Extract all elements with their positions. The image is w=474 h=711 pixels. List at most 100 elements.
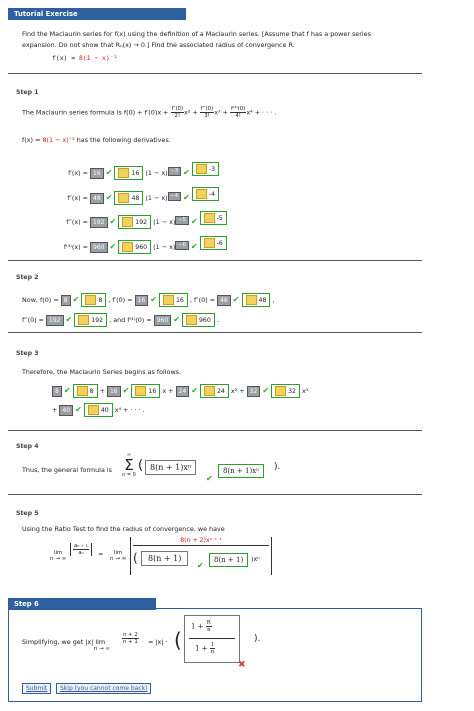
answer-t4[interactable]: 40 (83, 403, 113, 417)
sigma-symbol: ∞ Σ n = 0 (122, 452, 136, 478)
skip-button[interactable]: Skip (you cannot come back) (56, 683, 152, 694)
incorrect-icon: ✖ (238, 660, 246, 670)
derivatives-intro: f(x) = 8(1 − x)⁻² has the following deri… (22, 136, 171, 144)
key-icon (203, 238, 215, 248)
given-exponent: −3 (167, 166, 182, 176)
given-f1: 16 (134, 295, 149, 306)
step-6-header: Step 6 (8, 598, 156, 610)
answer-f2[interactable]: 48 (241, 293, 271, 307)
answer-f0[interactable]: 8 (81, 293, 107, 307)
step5-text: Using the Ratio Test to find the radius … (22, 525, 225, 533)
divider (8, 332, 422, 333)
series-row-2: + 40 ✔ 40 x⁴ + · · · . (52, 403, 145, 417)
step-5-label: Step 5 (16, 510, 39, 517)
key-icon (275, 386, 287, 396)
answer-exponent[interactable]: -6 (199, 236, 227, 250)
key-icon (203, 386, 215, 396)
answer-coefficient[interactable]: 16 (114, 166, 144, 180)
divider (8, 260, 422, 261)
answer-f4[interactable]: 960 (181, 313, 215, 327)
ratio-denominator-answer[interactable]: 8(n + 1) (209, 553, 249, 567)
key-icon (118, 168, 130, 178)
submit-button[interactable]: Submit (22, 683, 52, 694)
check-icon: ✔ (190, 242, 198, 251)
check-icon: ✔ (206, 474, 213, 483)
answer-f3[interactable]: 192 (74, 313, 108, 327)
check-icon: ✔ (109, 242, 117, 251)
key-icon (203, 213, 215, 223)
given-exponent: −4 (167, 191, 182, 201)
derivative-row: f′(x) = 16 ✔ 16 (1 − x)−3 ✔ -3 (56, 162, 220, 180)
step6-text: Simplifying, we get |x| lim (22, 638, 106, 646)
series-row-1: 8 ✔ 8 + 16 ✔ 16 x + 24 ✔ 24 x² + 32 ✔ 32… (52, 384, 308, 398)
key-icon (245, 295, 257, 305)
answer-t0[interactable]: 8 (72, 384, 98, 398)
given-coefficient: 192 (90, 217, 108, 228)
check-icon: ✔ (109, 217, 117, 226)
answer-t1[interactable]: 16 (131, 384, 161, 398)
general-formula-answer[interactable]: 8(n + 1)xⁿ (218, 464, 265, 478)
step-4-label: Step 4 (16, 443, 39, 450)
answer-t2[interactable]: 24 (199, 384, 229, 398)
check-icon: ✔ (183, 168, 190, 177)
check-icon: ✔ (197, 561, 204, 570)
answer-coefficient[interactable]: 192 (118, 215, 152, 229)
given-f2: 48 (217, 295, 231, 306)
check-icon: ✔ (190, 217, 198, 226)
key-icon (118, 193, 130, 203)
key-icon (85, 295, 97, 305)
key-icon (78, 315, 90, 325)
given-exponent: −6 (175, 240, 189, 250)
answer-exponent[interactable]: -5 (199, 211, 227, 225)
key-icon (162, 295, 174, 305)
check-icon: ✔ (105, 168, 113, 177)
check-icon: ✔ (105, 193, 113, 202)
maclaurin-formula: The Maclaurin series formula is f(0) + f… (22, 106, 277, 119)
answer-exponent[interactable]: -4 (191, 187, 220, 201)
key-icon (195, 164, 207, 174)
key-icon (87, 405, 99, 415)
general-formula-input[interactable]: 8(n + 1)xⁿ (145, 460, 197, 475)
key-icon (185, 315, 197, 325)
problem-function: f(x) = 8(1 − x)⁻² (52, 54, 118, 62)
derivative-row: f⁽⁴⁾(x) = 960 ✔ 960 (1 − x)−6 ✔ -6 (56, 236, 227, 254)
given-f4: 960 (153, 315, 172, 326)
step2-row-1: Now, f(0) = 8 ✔ 8 , f′(0) = 16 ✔ 16 , f″… (22, 293, 274, 307)
given-coefficient: 48 (90, 193, 104, 204)
answer-coefficient[interactable]: 48 (114, 191, 144, 205)
key-icon (76, 386, 88, 396)
step-1-label: Step 1 (16, 89, 39, 96)
step3-text: Therefore, the Maclaurin Series begins a… (22, 368, 182, 376)
tutorial-title: Tutorial Exercise (14, 10, 78, 18)
key-icon (122, 217, 134, 227)
step-6-panel (8, 608, 422, 702)
answer-coefficient[interactable]: 960 (118, 240, 152, 254)
problem-text-2: expansion. Do not show that Rₙ(x) → 0.] … (22, 41, 295, 49)
given-coefficient: 16 (90, 168, 104, 179)
step-3-label: Step 3 (16, 350, 39, 357)
given-f0: 8 (60, 295, 71, 306)
divider (8, 73, 422, 74)
divider (8, 494, 422, 495)
ratio-denominator-input[interactable]: 8(n + 1) (141, 551, 189, 566)
step2-row-2: f‴(0) = 192 ✔ 192 , and f⁽⁴⁾(0) = 960 ✔ … (22, 313, 219, 327)
given-coefficient: 960 (90, 242, 108, 253)
divider (8, 430, 422, 431)
answer-f1[interactable]: 16 (158, 293, 188, 307)
answer-t3[interactable]: 32 (271, 384, 300, 398)
key-icon (195, 189, 207, 199)
key-icon (135, 386, 147, 396)
tutorial-header: Tutorial Exercise (8, 8, 186, 20)
answer-exponent[interactable]: -3 (191, 162, 220, 176)
derivative-row: f″(x) = 48 ✔ 48 (1 − x)−4 ✔ -4 (56, 187, 220, 205)
step-2-label: Step 2 (16, 274, 39, 281)
ratio-expression: 8(n + 2)xⁿ ⁺ ¹ ( 8(n + 1) ✔ 8(n + 1) )xⁿ (130, 537, 272, 575)
derivative-row: f‴(x) = 192 ✔ 192 (1 − x)−5 ✔ -5 (56, 211, 227, 229)
problem-text-1: Find the Maclaurin series for f(x) using… (22, 30, 371, 38)
key-icon (122, 242, 134, 252)
